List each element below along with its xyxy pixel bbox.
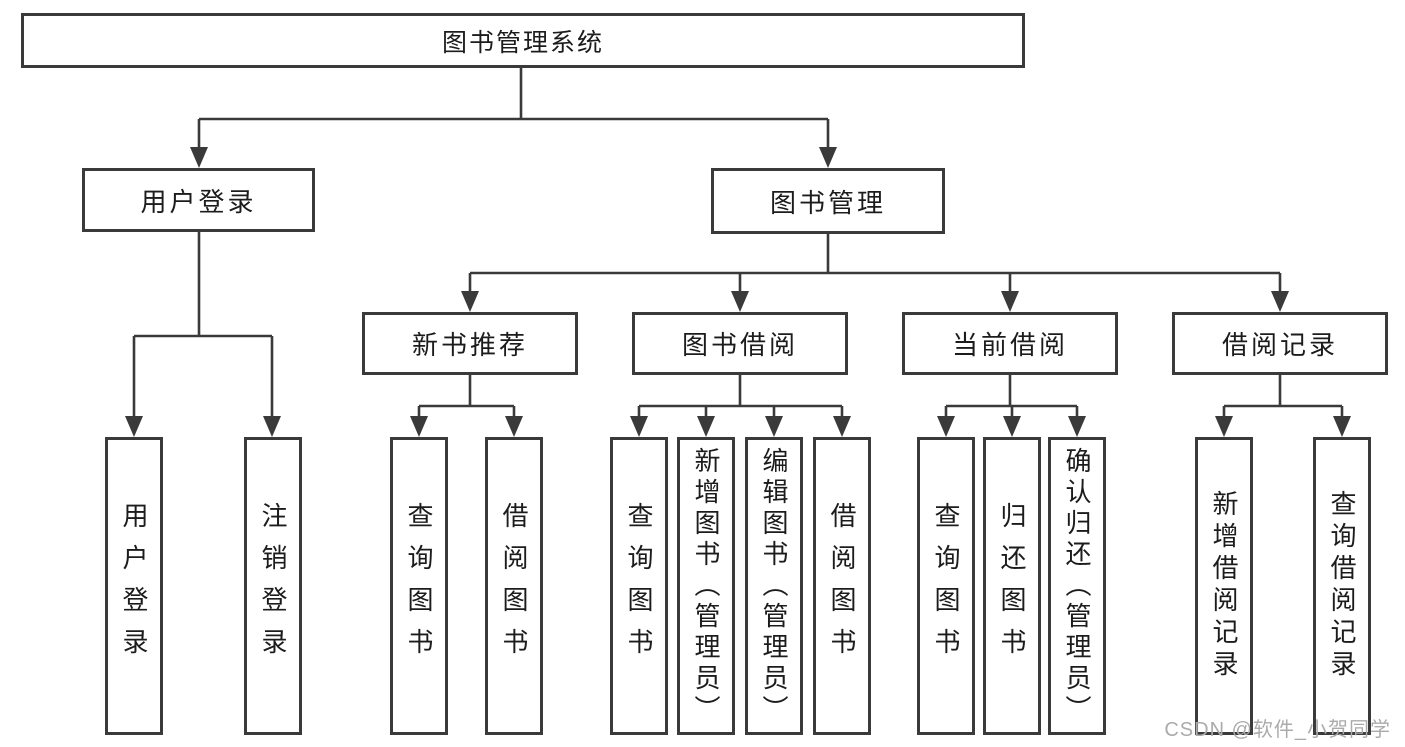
leaf-user-login: 用户登录: [105, 437, 163, 735]
leaf-cb-query-books: 查询图书: [917, 437, 975, 735]
leaf-bb-add-books-admin: 新增图书（管理员）: [677, 437, 735, 735]
node-book-borrow: 图书借阅: [632, 312, 848, 375]
leaf-bb-query-books: 查询图书: [610, 437, 668, 735]
leaf-cb-return-books: 归还图书: [983, 437, 1041, 735]
leaf-bb-edit-books-admin-label: 编辑图书（管理员）: [759, 446, 789, 726]
leaf-user-login-label: 用户登录: [119, 502, 149, 670]
leaf-bb-edit-books-admin: 编辑图书（管理员）: [745, 437, 803, 735]
node-current-borrow-label: 当前借阅: [951, 330, 1068, 360]
csdn-watermark: CSDN @软件_小贺同学: [1164, 719, 1391, 741]
node-root: 图书管理系统: [21, 13, 1025, 68]
node-root-label: 图书管理系统: [441, 28, 604, 57]
node-borrow-records: 借阅记录: [1172, 312, 1388, 375]
leaf-logout-label: 注销登录: [258, 502, 288, 670]
node-user-login: 用户登录: [82, 168, 315, 232]
leaf-cb-query-books-label: 查询图书: [931, 502, 961, 670]
leaf-nbr-query-books: 查询图书: [390, 437, 448, 735]
node-book-management-label: 图书管理: [769, 187, 886, 218]
node-book-borrow-label: 图书借阅: [681, 330, 798, 360]
leaf-br-add-record: 新增借阅记录: [1195, 437, 1253, 735]
leaf-br-query-record-label: 查询借阅记录: [1327, 490, 1357, 682]
node-user-login-label: 用户登录: [140, 186, 257, 217]
node-borrow-records-label: 借阅记录: [1221, 330, 1338, 360]
leaf-br-add-record-label: 新增借阅记录: [1209, 490, 1239, 682]
leaf-cb-return-books-label: 归还图书: [997, 502, 1027, 670]
leaf-br-query-record: 查询借阅记录: [1313, 437, 1371, 735]
leaf-nbr-query-books-label: 查询图书: [404, 502, 434, 670]
leaf-bb-borrow-books-label: 借阅图书: [827, 502, 857, 670]
leaf-bb-query-books-label: 查询图书: [624, 502, 654, 670]
leaf-nbr-borrow-books-label: 借阅图书: [499, 502, 529, 670]
leaf-logout: 注销登录: [244, 437, 302, 735]
leaf-cb-confirm-return-admin-label: 确认归还（管理员）: [1062, 446, 1092, 726]
node-new-book-recommend: 新书推荐: [362, 312, 578, 375]
leaf-bb-add-books-admin-label: 新增图书（管理员）: [691, 446, 721, 726]
leaf-nbr-borrow-books: 借阅图书: [485, 437, 543, 735]
node-new-book-recommend-label: 新书推荐: [411, 330, 528, 360]
leaf-bb-borrow-books: 借阅图书: [813, 437, 871, 735]
node-book-management: 图书管理: [711, 168, 945, 234]
leaf-cb-confirm-return-admin: 确认归还（管理员）: [1048, 437, 1106, 735]
node-current-borrow: 当前借阅: [902, 312, 1118, 375]
